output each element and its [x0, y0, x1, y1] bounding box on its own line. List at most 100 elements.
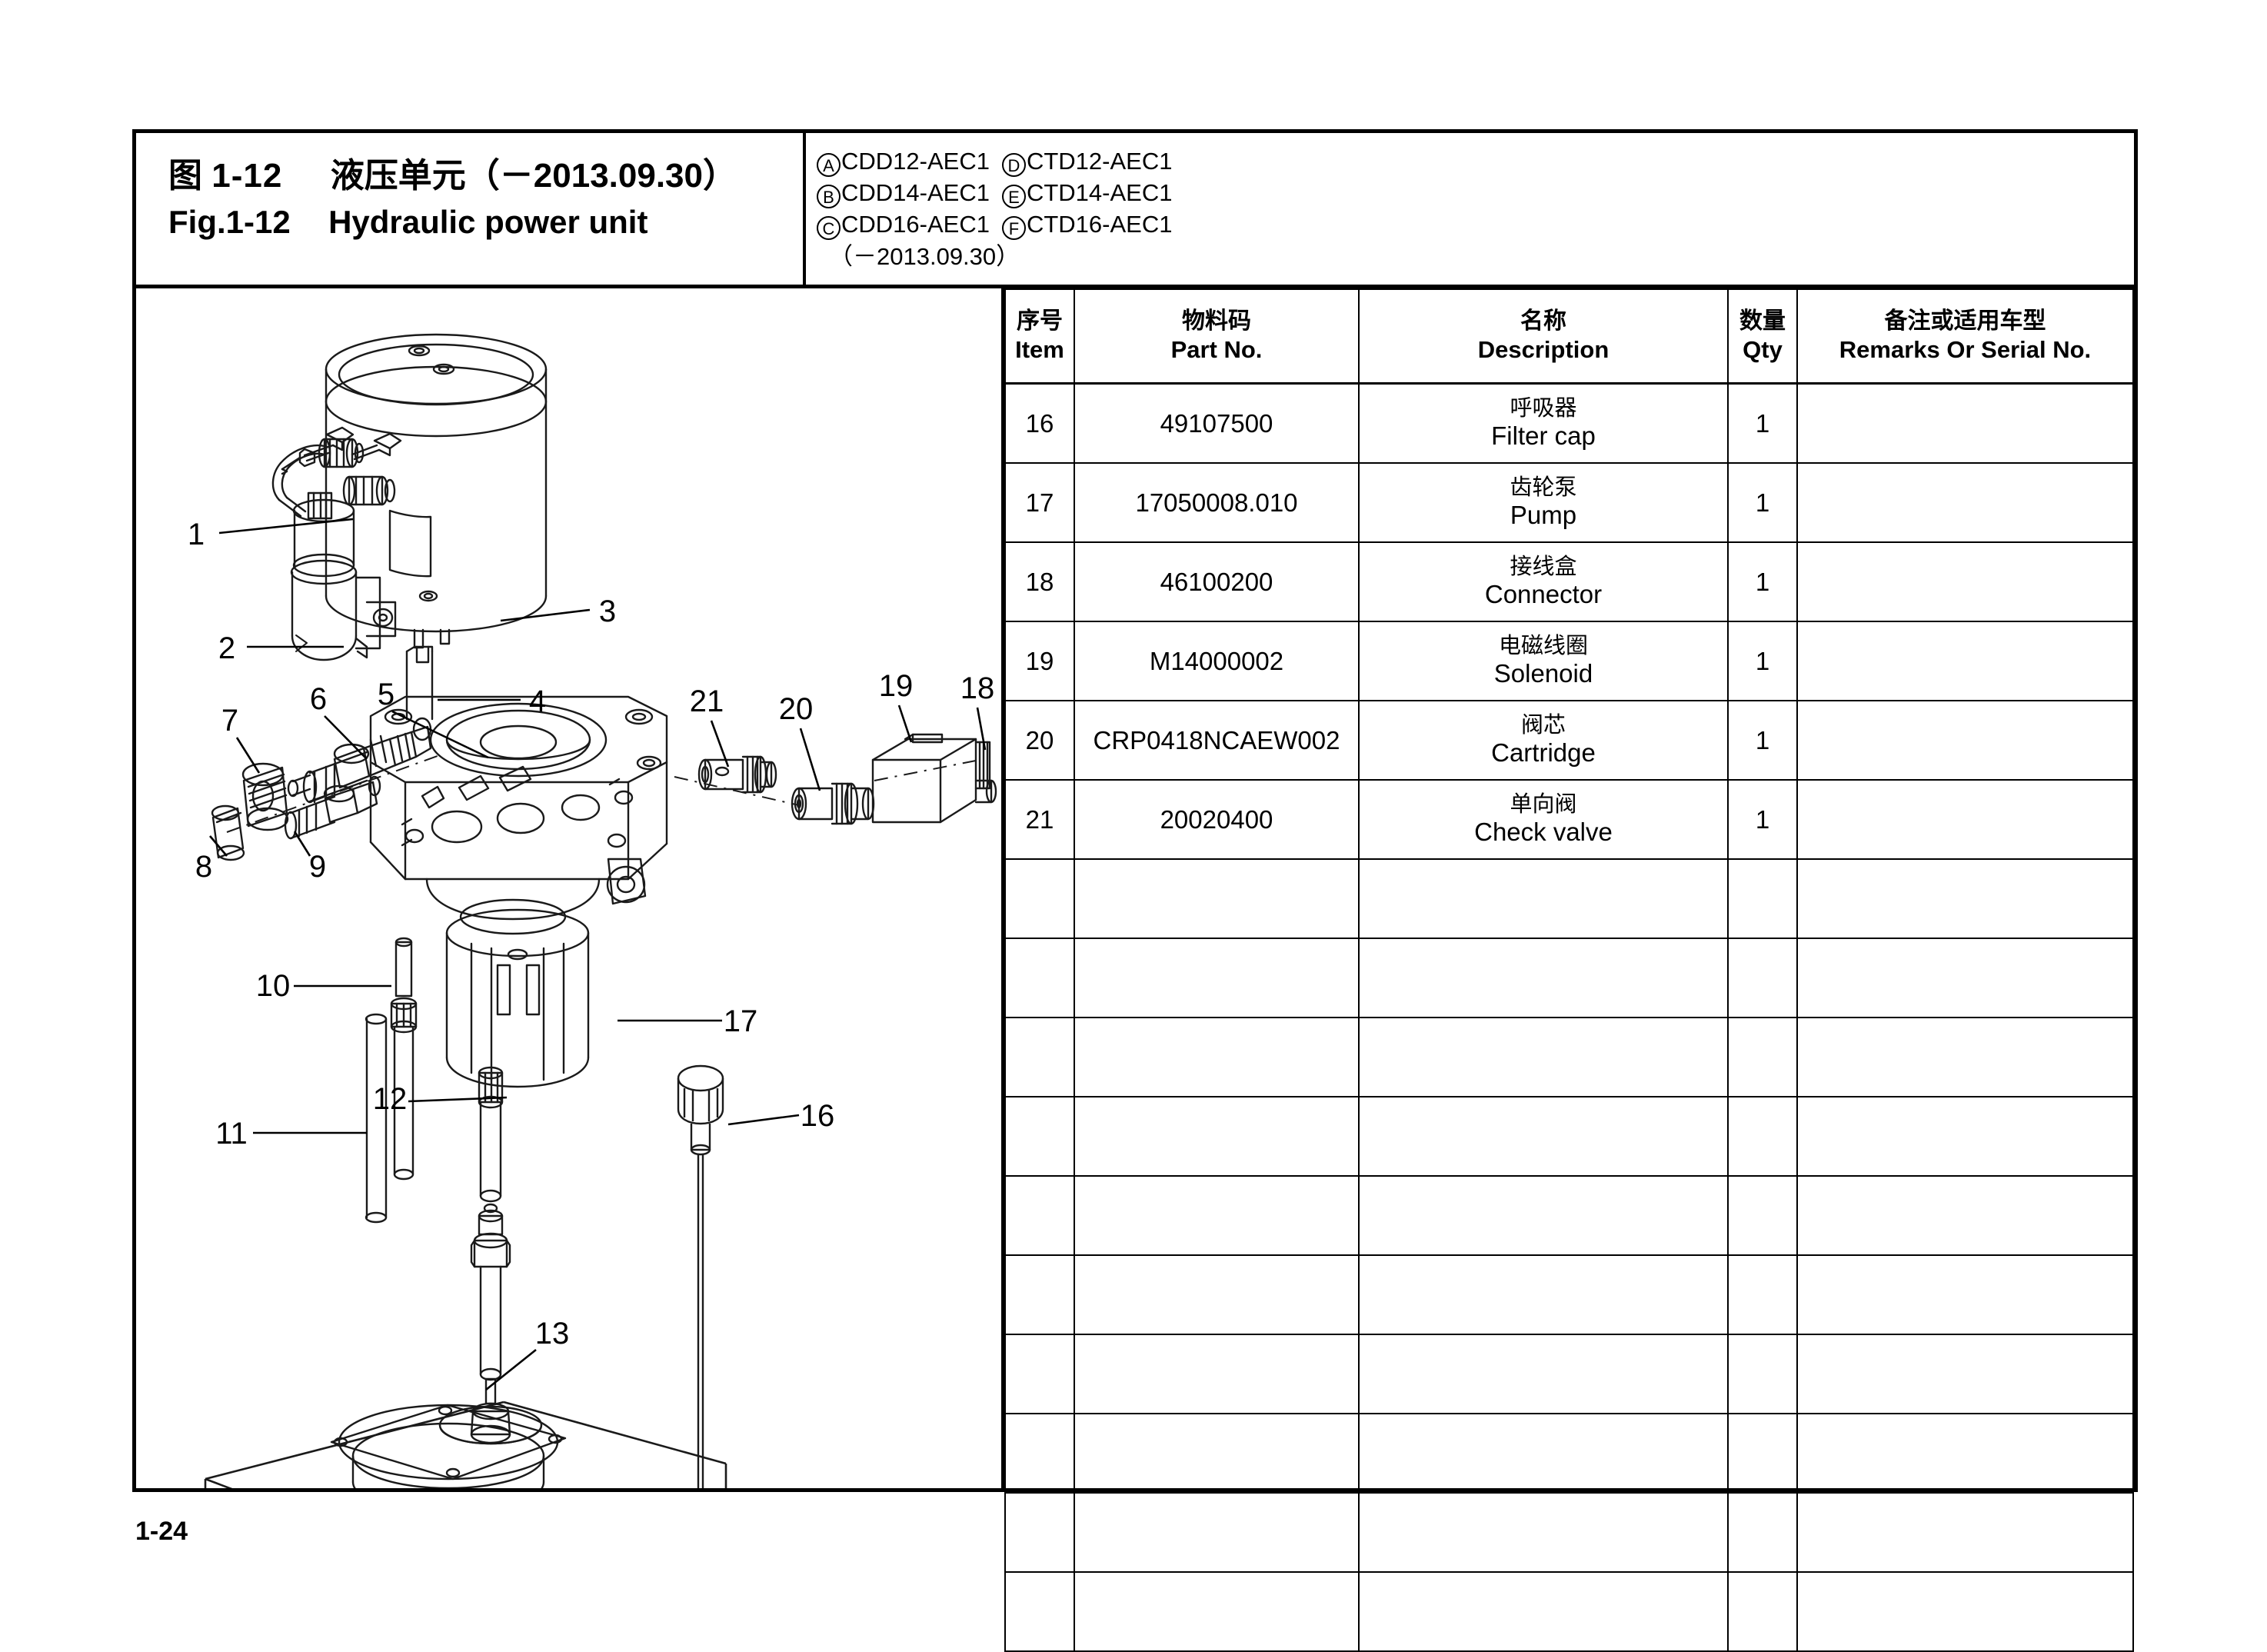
model-code-b: CDD14-AEC1: [841, 179, 990, 207]
table-row-empty: [1004, 1096, 2134, 1177]
cell-remarks: [1796, 700, 2134, 781]
cell-qty: [1727, 1254, 1798, 1335]
description-cn: 电磁线圈: [1498, 633, 1588, 658]
cell-item: [1004, 1571, 1075, 1652]
cell-description: [1358, 938, 1729, 1018]
solenoid-coil-part-19: [871, 733, 977, 824]
cell-item: [1004, 1413, 1075, 1494]
model-code-a: CDD12-AEC1: [841, 148, 990, 175]
cartridge-part-20: [791, 782, 875, 825]
cell-remarks: [1796, 1492, 2134, 1573]
hydraulic-power-unit-diagram: 1 2 3 4 5 6 7 8 9 10 11 12 13 14 15 16 1…: [188, 333, 997, 1488]
cell-item: [1004, 1096, 1075, 1177]
callout-label-8: 8: [195, 850, 212, 884]
cell-item: [1004, 1017, 1075, 1097]
table-row-empty: [1004, 1413, 2134, 1494]
figure-name-en: Hydraulic power unit: [328, 203, 648, 240]
callout-label-11: 11: [215, 1117, 248, 1151]
cell-part-no: [1074, 1571, 1360, 1652]
callout-label-5: 5: [378, 678, 394, 711]
cell-item: 21: [1004, 779, 1075, 860]
callout-label-13: 13: [535, 1317, 570, 1351]
plug-cap-part-8: [211, 804, 245, 861]
cell-item: 18: [1004, 541, 1075, 622]
gear-pump-part-17: [445, 908, 590, 1088]
column-header-qty-cn: 数量: [1739, 308, 1786, 334]
cell-item: 20: [1004, 700, 1075, 781]
cell-qty: 1: [1727, 621, 1798, 701]
cell-qty: [1727, 1017, 1798, 1097]
connector-part-18: [974, 741, 997, 804]
cell-description: [1358, 1017, 1729, 1097]
cell-item: 16: [1004, 382, 1075, 464]
cell-part-no: [1074, 1254, 1360, 1335]
exploded-assembly-drawing: 1 2 3 4 5 6 7 8 9 10 11 12 13 14 15 16 1…: [136, 288, 1004, 1488]
callout-label-20: 20: [779, 692, 814, 726]
relief-valve-part-6: [287, 717, 432, 804]
description-en: Connector: [1484, 580, 1603, 609]
figure-title-english: Fig.1-12 Hydraulic power unit: [168, 204, 803, 241]
column-header-remarks: 备注或适用车型 Remarks Or Serial No.: [1796, 288, 2134, 385]
cell-part-no: 17050008.010: [1074, 462, 1360, 543]
model-code-f: CTD16-AEC1: [1026, 211, 1173, 238]
description-en: Filter cap: [1491, 421, 1596, 451]
parts-list-pane: 序号 Item 物料码 Part No. 名称 Description 数量: [1004, 288, 2134, 1652]
body-band: 1 2 3 4 5 6 7 8 9 10 11 12 13 14 15 16 1…: [136, 288, 2134, 1652]
cell-remarks: [1796, 779, 2134, 860]
circled-mark-d: D: [1001, 153, 1026, 177]
table-row-empty: [1004, 1175, 2134, 1256]
drive-shaft-part-4: [405, 628, 451, 721]
circled-mark-e: E: [1001, 185, 1026, 209]
cell-item: 19: [1004, 621, 1075, 701]
cell-remarks: [1796, 1017, 2134, 1097]
figure-title-block: 图 1-12 液压单元（－2013.09.30） Fig.1-12 Hydrau…: [136, 133, 806, 285]
cell-item: [1004, 1175, 1075, 1256]
knob-part-7: [241, 762, 289, 831]
description-cn: 齿轮泵: [1510, 475, 1577, 500]
cell-qty: [1727, 1334, 1798, 1414]
cell-remarks: [1796, 382, 2134, 464]
callout-label-12: 12: [373, 1082, 408, 1116]
column-header-description-cn: 名称: [1520, 308, 1566, 334]
cell-qty: [1727, 1175, 1798, 1256]
model-code-e: CTD14-AEC1: [1026, 179, 1173, 207]
cell-part-no: [1074, 1017, 1360, 1097]
column-header-part-no-cn: 物料码: [1182, 308, 1251, 334]
cell-item: [1004, 858, 1075, 939]
column-header-item-en: Item: [1015, 336, 1064, 364]
circled-mark-a: A: [817, 153, 841, 177]
filter-assembly-part-2: [271, 438, 397, 661]
circled-mark-b: B: [817, 185, 841, 209]
model-code-d: CTD12-AEC1: [1026, 148, 1173, 175]
description-en: Pump: [1510, 501, 1577, 530]
cell-description: [1358, 1254, 1729, 1335]
callout-label-6: 6: [310, 682, 327, 716]
tubes-part-10-11: [365, 937, 504, 1224]
page-number: 1-24: [135, 1517, 188, 1546]
cell-description: [1358, 1492, 1729, 1573]
cell-qty: 1: [1727, 700, 1798, 781]
cell-qty: 1: [1727, 462, 1798, 543]
check-valve-part-21: [697, 755, 777, 794]
table-row-empty: [1004, 1334, 2134, 1414]
cell-part-no: 20020400: [1074, 779, 1360, 860]
column-header-description-en: Description: [1477, 336, 1610, 364]
callout-label-9: 9: [309, 850, 326, 884]
cell-qty: 1: [1727, 779, 1798, 860]
callout-label-3: 3: [599, 595, 616, 628]
cell-part-no: 46100200: [1074, 541, 1360, 622]
motor-body-part-3: [325, 333, 548, 633]
cell-description: [1358, 1096, 1729, 1177]
figure-number-cn: 1-12: [211, 157, 283, 195]
column-header-remarks-en: Remarks Or Serial No.: [1839, 336, 2092, 364]
